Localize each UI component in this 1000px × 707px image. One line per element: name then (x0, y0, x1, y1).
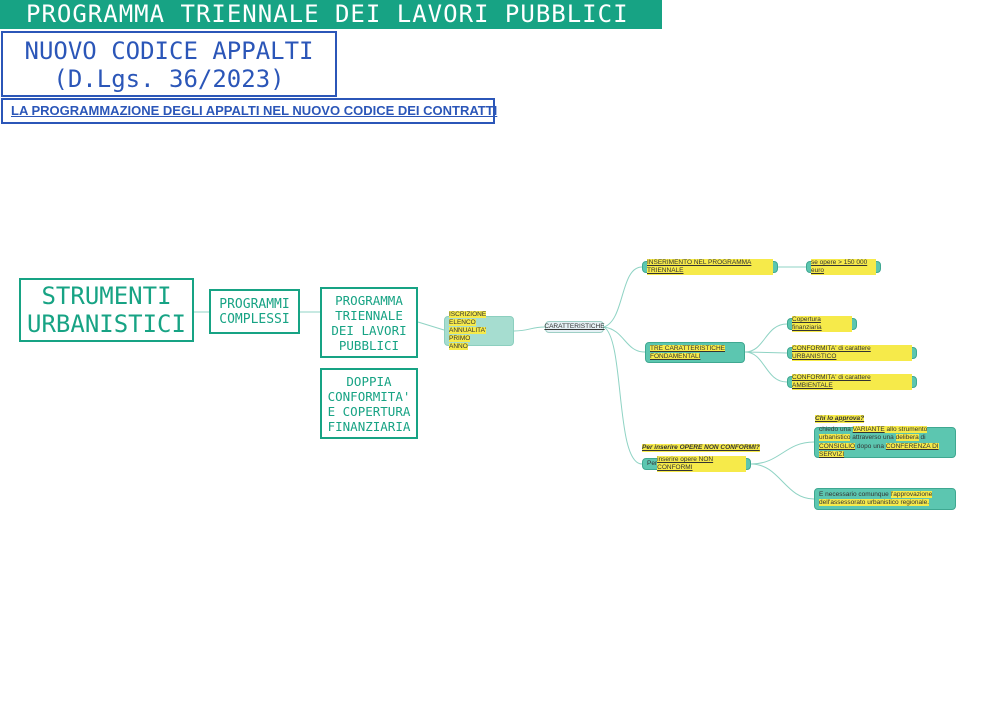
node-copertura-finanziaria[interactable]: Copertura finanziaria (787, 316, 857, 332)
caratteristiche-label: CARATTERISTICHE (544, 323, 605, 330)
top-banner: PROGRAMMA TRIENNALE DEI LAVORI PUBBLICI (0, 0, 662, 29)
node-tre-caratteristiche[interactable]: TRE CARATTERISTICHE FONDAMENTALI (645, 342, 745, 363)
variante-highlight: VARIANTE (852, 425, 885, 433)
assessorato-highlight: dell'assessorato urbanistico regionale. (819, 499, 929, 506)
node-conformita-urbanistico[interactable]: CONFORMITA' di carattere URBANISTICO (787, 345, 917, 361)
strumenti-urbanistici-box: STRUMENTI URBANISTICI (19, 278, 194, 342)
link-per-comunque (750, 463, 815, 500)
per-label: inserire opere NON CONFORMI (657, 456, 746, 472)
doppia-line-1: DOPPIA (346, 373, 392, 389)
link-iscrizione-caratt (513, 326, 546, 332)
programmi-complessi-box: PROGRAMMI COMPLESSI (209, 289, 300, 334)
node-caratteristiche[interactable]: CARATTERISTICHE (544, 321, 605, 333)
programmi-line-1: PROGRAMMI (219, 296, 290, 312)
ptlp-line-3: DEI LAVORI (331, 322, 407, 338)
q-opere-label: Per inserire OPERE NON CONFORMI? (642, 443, 760, 452)
variante-text-3: urbanistico (819, 434, 851, 441)
ambientale-label: CONFORMITA' di carattere AMBIENTALE (792, 374, 912, 390)
urbanistico-label: CONFORMITA' di carattere URBANISTICO (792, 345, 912, 361)
consiglio-highlight: CONSIGLIO (819, 442, 856, 450)
comunque-text-1: E necessario comunque (819, 490, 891, 498)
doppia-line-4: FINANZIARIA (327, 418, 411, 434)
doppia-conformita-box: DOPPIA CONFORMITA' E COPERTURA FINANZIAR… (320, 368, 418, 439)
inserimento-label: INSERIMENTO NEL PROGRAMMA TRIENNALE (647, 259, 773, 275)
soglia-label: se opere > 150 000 euro (811, 259, 876, 275)
delibera-highlight: delibera (895, 434, 919, 441)
programmi-line-2: COMPLESSI (219, 311, 290, 327)
question-chi-approva: Chi lo approva? (815, 413, 875, 424)
variante-text-1: chiedo una (819, 425, 853, 433)
node-approvazione-regionale[interactable]: E necessario comunque l'approvazione del… (814, 488, 956, 510)
doppia-line-2: CONFORMITA' (327, 388, 411, 404)
tre-line-1: TRE CARATTERISTICHE (650, 344, 725, 352)
node-inserimento-programma[interactable]: INSERIMENTO NEL PROGRAMMA TRIENNALE (642, 259, 778, 275)
programmazione-link[interactable]: LA PROGRAMMAZIONE DEGLI APPALTI NEL NUOV… (1, 98, 497, 124)
node-variante-strumento[interactable]: chiedo una VARIANTE allo strumento urban… (814, 425, 956, 458)
variante-text-5: di (918, 434, 926, 441)
variante-text-2: allo strumento (884, 425, 928, 433)
per-prefix: Per (647, 460, 658, 467)
question-opere-non-conformi: Per inserire OPERE NON CONFORMI? (642, 442, 767, 453)
ptlp-line-4: PUBBLICI (338, 337, 400, 353)
iscrizione-line-3: ANNO (449, 343, 468, 350)
programma-triennale-box: PROGRAMMA TRIENNALE DEI LAVORI PUBBLICI (320, 287, 418, 358)
link-caratt-tre (603, 326, 646, 353)
ptlp-line-1: PROGRAMMA (335, 292, 403, 308)
title-box: NUOVO CODICE APPALTI (D.Lgs. 36/2023) (1, 31, 337, 97)
q-approva-label: Chi lo approva? (815, 414, 865, 423)
variante-text-4: attraverso una (850, 434, 896, 441)
link-tre-urban (744, 351, 788, 354)
node-conformita-ambientale[interactable]: CONFORMITA' di carattere AMBIENTALE (787, 374, 917, 390)
link-caratt-inserimento (603, 266, 643, 328)
variante-text-6: dopo una (855, 442, 886, 450)
link-caratt-per (603, 326, 643, 465)
strumenti-line-2: URBANISTICI (27, 310, 186, 338)
doppia-line-3: E COPERTURA (327, 403, 411, 419)
node-inserire-opere[interactable]: Per inserire opere NON CONFORMI (642, 456, 751, 472)
iscrizione-line-1: ISCRIZIONE ELENCO (449, 311, 487, 326)
node-iscrizione-elenco[interactable]: ISCRIZIONE ELENCO ANNUALITA' PRIMO ANNO (444, 311, 514, 350)
link-tre-ambient (744, 351, 788, 383)
strumenti-line-1: STRUMENTI (41, 282, 172, 310)
approvazione-highlight: l'approvazione (890, 490, 933, 498)
ptlp-line-2: TRIENNALE (335, 307, 403, 323)
link-tre-copertura (744, 323, 788, 353)
copertura-label: Copertura finanziaria (792, 316, 852, 332)
tre-line-2: FONDAMENTALI (650, 352, 701, 360)
title-line-1: NUOVO CODICE APPALTI (24, 37, 314, 65)
title-line-2: (D.Lgs. 36/2023) (53, 65, 285, 93)
node-soglia-150000[interactable]: se opere > 150 000 euro (806, 259, 881, 275)
iscrizione-line-2: ANNUALITA' PRIMO (449, 327, 487, 342)
link-ptlp-iscrizione (417, 321, 445, 331)
